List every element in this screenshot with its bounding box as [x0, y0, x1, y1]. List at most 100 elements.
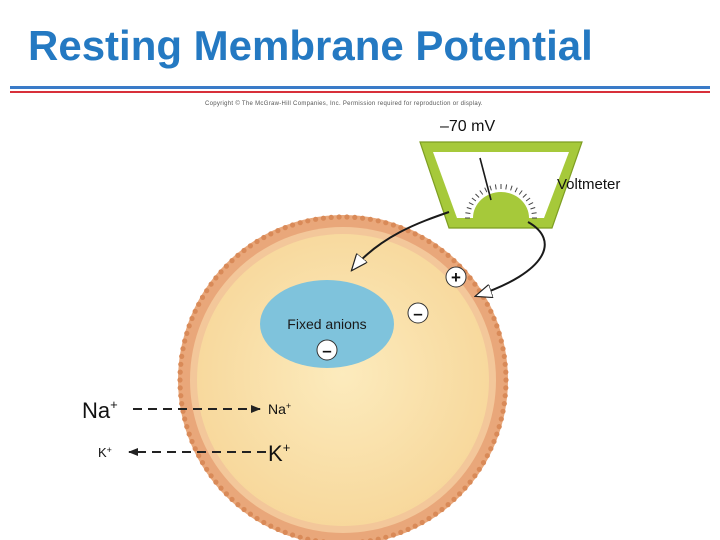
phospholipid-head: [498, 338, 504, 344]
phospholipid-head: [344, 214, 350, 220]
phospholipid-head: [184, 330, 190, 336]
cell: [177, 214, 509, 540]
phospholipid-head: [451, 258, 457, 264]
phospholipid-head: [498, 416, 504, 422]
phospholipid-head: [184, 424, 190, 430]
phospholipid-head: [390, 532, 396, 538]
phospholipid-head: [383, 534, 389, 540]
phospholipid-head: [320, 215, 326, 221]
dial-tick: [494, 184, 497, 190]
phospholipid-head: [367, 216, 373, 222]
phospholipid-head: [261, 519, 267, 526]
phospholipid-head: [496, 330, 502, 336]
dial-tick: [531, 212, 537, 214]
phospholipid-head: [445, 252, 451, 258]
phospholipid-head: [254, 238, 260, 245]
phospholipid-head: [282, 225, 288, 231]
phospholipid-head: [484, 301, 490, 307]
phospholipid-head: [186, 323, 192, 329]
phospholipid-head: [502, 361, 508, 367]
phospholipid-head: [261, 234, 267, 241]
voltmeter: [419, 141, 583, 229]
fixed-anions-sign: –: [322, 341, 331, 360]
phospholipid-head: [500, 346, 506, 352]
phospholipid-head: [254, 515, 260, 522]
phospholipid-head: [204, 466, 210, 472]
dial-tick: [514, 187, 518, 193]
dial-tick: [468, 202, 474, 206]
phospholipid-head: [218, 485, 224, 491]
phospholipid-head: [480, 294, 487, 300]
phospholipid-head: [488, 308, 494, 314]
phospholipid-head: [476, 288, 482, 294]
phospholipid-head: [419, 234, 425, 241]
na-inside-label: Na+: [268, 401, 291, 417]
phospholipid-head: [360, 215, 366, 221]
phospholipid-head: [223, 263, 229, 269]
phospholipid-head: [503, 377, 509, 383]
voltmeter-lead-extracellular: [476, 221, 546, 296]
phospholipid-head: [390, 222, 396, 228]
phospholipid-head: [268, 231, 274, 237]
dial-tick: [510, 185, 513, 191]
phospholipid-head: [179, 353, 185, 359]
voltmeter-hub: [473, 192, 529, 218]
phospholipid-head: [290, 532, 296, 538]
dial-tick: [484, 187, 488, 193]
phospholipid-head: [204, 288, 210, 294]
phospholipid-head: [336, 214, 342, 220]
phospholipid-head: [247, 511, 253, 517]
phospholipid-head: [457, 491, 463, 497]
dial-tick: [525, 197, 531, 202]
phospholipid-head: [177, 377, 183, 383]
phospholipid-head: [189, 438, 195, 445]
phospholipid-head: [503, 385, 509, 391]
title-rule-red: [10, 91, 710, 93]
phospholipid-head: [467, 275, 473, 281]
phospholipid-head: [328, 214, 334, 220]
phospholipid-head: [177, 369, 183, 375]
phospholipid-head: [229, 258, 235, 264]
phospholipid-head: [229, 496, 235, 502]
phospholipid-head: [282, 529, 288, 536]
phospholipid-head: [433, 243, 439, 249]
phospholipid-head: [494, 323, 500, 329]
phospholipid-head: [352, 214, 358, 220]
phospholipid-head: [433, 511, 439, 517]
phospholipid-head: [405, 526, 411, 533]
phospholipid-head: [235, 252, 241, 258]
phospholipid-head: [383, 220, 389, 226]
phospholipid-head: [472, 281, 478, 287]
phospholipid-head: [179, 401, 185, 407]
phospholipid-head: [462, 485, 468, 491]
dial-tick: [522, 193, 527, 198]
positive-electrode-badge: [445, 266, 467, 288]
phospholipid-head: [208, 281, 214, 287]
phospholipid-head: [297, 534, 303, 540]
k-inside-label: K+: [268, 440, 290, 466]
phospholipid-head: [275, 228, 281, 234]
dial-tick: [489, 185, 492, 191]
phospholipid-head: [268, 523, 274, 529]
phospholipid-head: [412, 231, 418, 237]
dial-tick: [528, 202, 534, 206]
phospholipid-head: [182, 416, 188, 422]
phospholipid-head: [305, 536, 311, 540]
phospholipid-head: [305, 218, 311, 224]
dial-tick: [530, 207, 536, 210]
phospholipid-head: [484, 453, 490, 459]
dial-tick: [505, 184, 508, 190]
phospholipid-head: [398, 225, 404, 231]
phospholipid-head: [182, 338, 188, 344]
k-outside-label: K+: [98, 445, 112, 460]
phospholipid-head: [192, 308, 198, 314]
phospholipid-head: [177, 385, 183, 391]
dial-tick: [518, 190, 523, 195]
phospholipid-head: [439, 506, 445, 513]
phospholipid-head: [503, 369, 509, 375]
phospholipid-head: [480, 460, 487, 466]
phospholipid-head: [426, 238, 432, 245]
phospholipid-head: [180, 346, 186, 352]
title-rule-blue: [10, 86, 710, 89]
phospholipid-head: [472, 473, 478, 479]
